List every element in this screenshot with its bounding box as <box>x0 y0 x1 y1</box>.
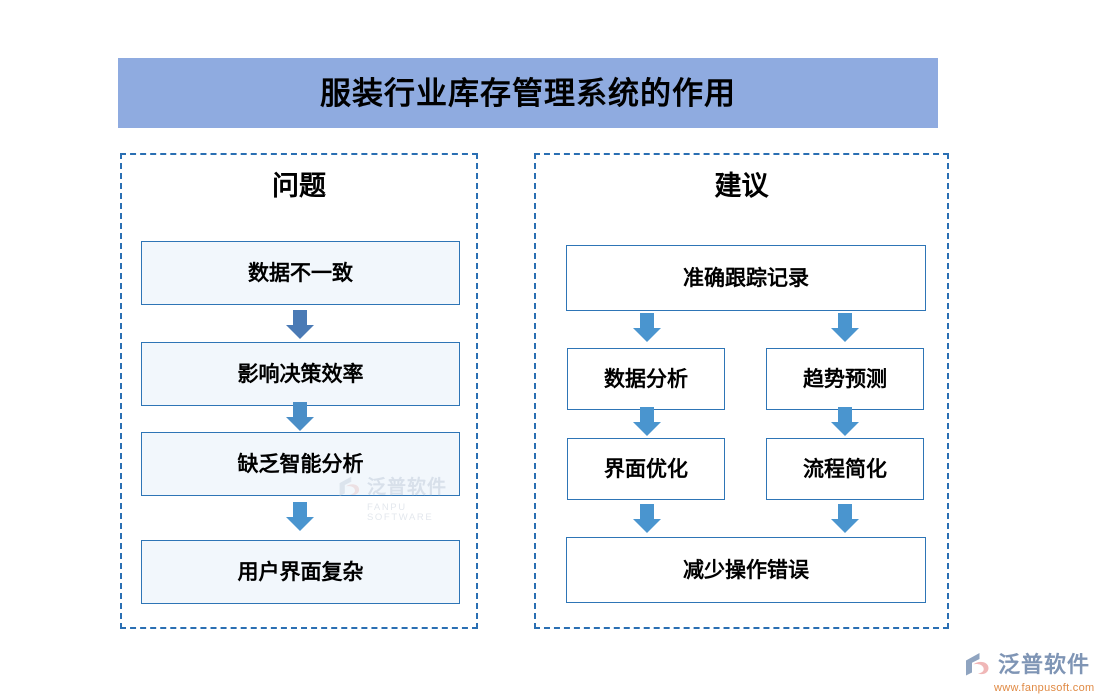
title-banner: 服装行业库存管理系统的作用 <box>118 58 938 128</box>
fanpu-mark-icon <box>966 653 989 676</box>
arrow-down-icon <box>283 308 317 342</box>
arrow-down-icon <box>828 405 862 439</box>
page-title: 服装行业库存管理系统的作用 <box>320 75 736 111</box>
arrow-down-icon <box>828 311 862 345</box>
node-suggestion-bottom[interactable]: 减少操作错误 <box>566 537 926 603</box>
node-label: 数据不一致 <box>248 261 353 285</box>
fanpu-logo: 泛普软件 www.fanpusoft.com <box>963 650 1095 696</box>
node-problem-4[interactable]: 用户界面复杂 <box>141 540 460 604</box>
node-label: 缺乏智能分析 <box>237 452 364 476</box>
node-label: 界面优化 <box>604 457 688 481</box>
arrow-down-icon <box>630 311 664 345</box>
arrow-down-icon <box>630 502 664 536</box>
panel-problems: 问题 <box>120 153 478 629</box>
node-label: 减少操作错误 <box>683 558 809 582</box>
node-label: 趋势预测 <box>803 367 887 391</box>
arrow-down-icon <box>828 502 862 536</box>
node-label: 数据分析 <box>604 367 688 391</box>
logo-cn: 泛普软件 <box>998 652 1091 677</box>
arrow-down-icon <box>283 400 317 434</box>
node-suggestion-a2[interactable]: 界面优化 <box>567 438 725 500</box>
node-suggestion-b1[interactable]: 趋势预测 <box>766 348 924 410</box>
node-label: 流程简化 <box>803 457 887 481</box>
node-problem-3[interactable]: 缺乏智能分析 <box>141 432 460 496</box>
panel-suggestions: 建议 <box>534 153 949 629</box>
panel-problems-header: 问题 <box>272 171 326 201</box>
node-problem-1[interactable]: 数据不一致 <box>141 241 460 305</box>
arrow-down-icon <box>630 405 664 439</box>
node-suggestion-b2[interactable]: 流程简化 <box>766 438 924 500</box>
node-problem-2[interactable]: 影响决策效率 <box>141 342 460 406</box>
logo-url: www.fanpusoft.com <box>994 682 1095 694</box>
panel-suggestions-header: 建议 <box>714 171 769 201</box>
arrow-down-icon <box>283 500 317 534</box>
node-label: 用户界面复杂 <box>237 560 364 584</box>
node-label: 准确跟踪记录 <box>683 266 809 290</box>
node-suggestion-a1[interactable]: 数据分析 <box>567 348 725 410</box>
node-suggestion-top[interactable]: 准确跟踪记录 <box>566 245 926 311</box>
node-label: 影响决策效率 <box>237 362 364 386</box>
